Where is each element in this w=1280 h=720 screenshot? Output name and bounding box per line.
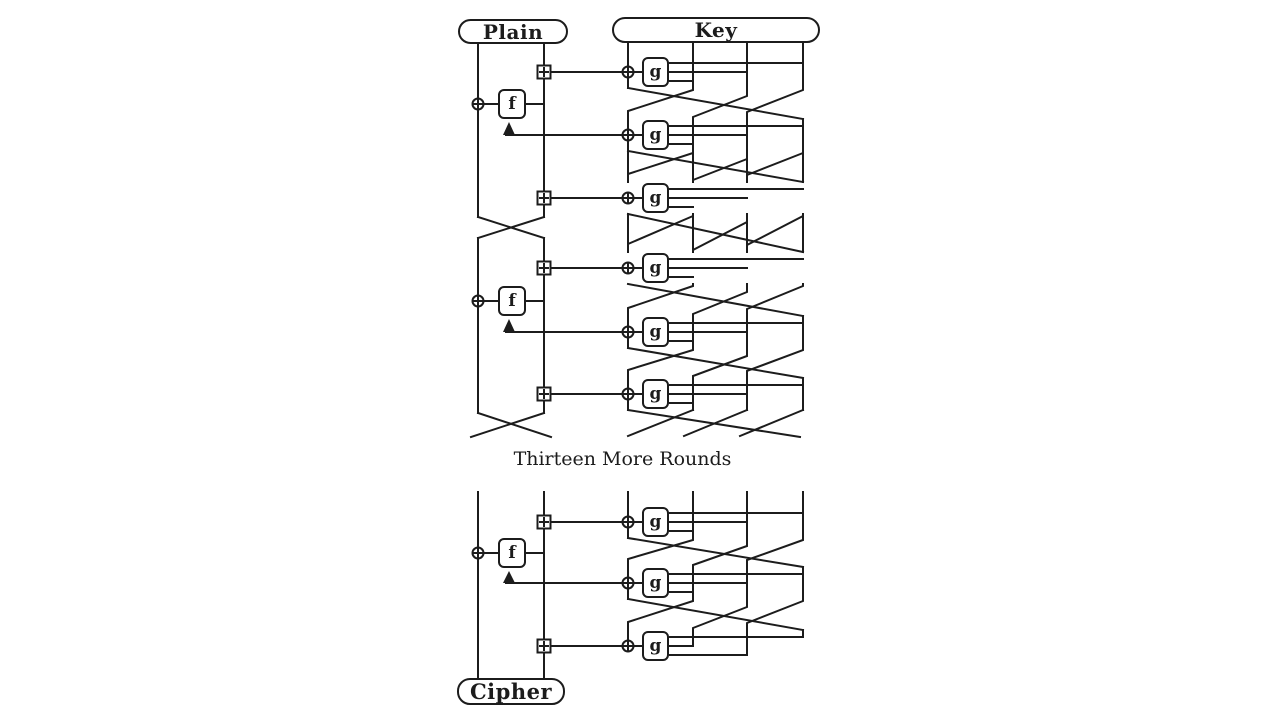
subkey-up-arrowhead-icon (503, 571, 515, 583)
xor-icon (621, 191, 635, 205)
g-function-box: g (642, 120, 669, 150)
xor-icon (621, 65, 635, 79)
boxed-xor-icon (536, 638, 552, 654)
cipher-label: Cipher (469, 679, 553, 704)
cipher-terminal: Cipher (457, 678, 565, 705)
g-label: g (649, 321, 662, 342)
xor-icon (621, 387, 635, 401)
g-label: g (649, 187, 662, 208)
boxed-xor-icon (536, 514, 552, 530)
xor-icon (621, 128, 635, 142)
subkey-up-arrowhead-icon (503, 319, 515, 332)
boxed-xor-icon (536, 386, 552, 402)
xor-icon (471, 294, 485, 308)
g-label: g (649, 124, 662, 145)
boxed-xor-icon (536, 190, 552, 206)
key-label: Key (694, 18, 738, 42)
g-label: g (649, 635, 662, 656)
boxed-xor-icon (536, 260, 552, 276)
xor-icon (621, 639, 635, 653)
f-function-box: f (498, 286, 526, 316)
g-function-box: g (642, 507, 669, 537)
g-label: g (649, 383, 662, 404)
g-function-box: g (642, 631, 669, 661)
g-function-box: g (642, 379, 669, 409)
f-function-box: f (498, 89, 526, 119)
g-function-box: g (642, 253, 669, 283)
xor-icon (471, 97, 485, 111)
boxed-xor-icon (536, 64, 552, 80)
subkey-up-arrowhead-icon (503, 122, 515, 135)
xor-icon (621, 515, 635, 529)
g-label: g (649, 572, 662, 593)
rounds-ellipsis-label: Thirteen More Rounds (513, 448, 732, 470)
g-function-box: g (642, 57, 669, 87)
plain-label: Plain (482, 19, 544, 44)
g-function-box: g (642, 317, 669, 347)
g-label: g (649, 257, 662, 278)
plain-terminal: Plain (458, 19, 568, 44)
f-label: f (508, 290, 516, 311)
g-label: g (649, 511, 662, 532)
f-label: f (508, 542, 516, 563)
g-function-box: g (642, 568, 669, 598)
f-function-box: f (498, 538, 526, 568)
g-function-box: g (642, 183, 669, 213)
f-label: f (508, 93, 516, 114)
g-label: g (649, 61, 662, 82)
xor-icon (621, 576, 635, 590)
xor-icon (621, 261, 635, 275)
xor-icon (471, 546, 485, 560)
xor-icon (621, 325, 635, 339)
key-terminal: Key (612, 17, 820, 43)
